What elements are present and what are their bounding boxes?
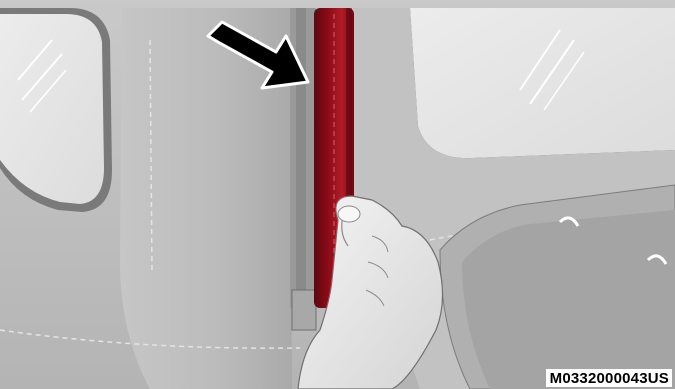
right-window	[400, 8, 675, 168]
figure-code-label: M0332000043US	[546, 369, 672, 387]
left-window	[0, 8, 112, 212]
